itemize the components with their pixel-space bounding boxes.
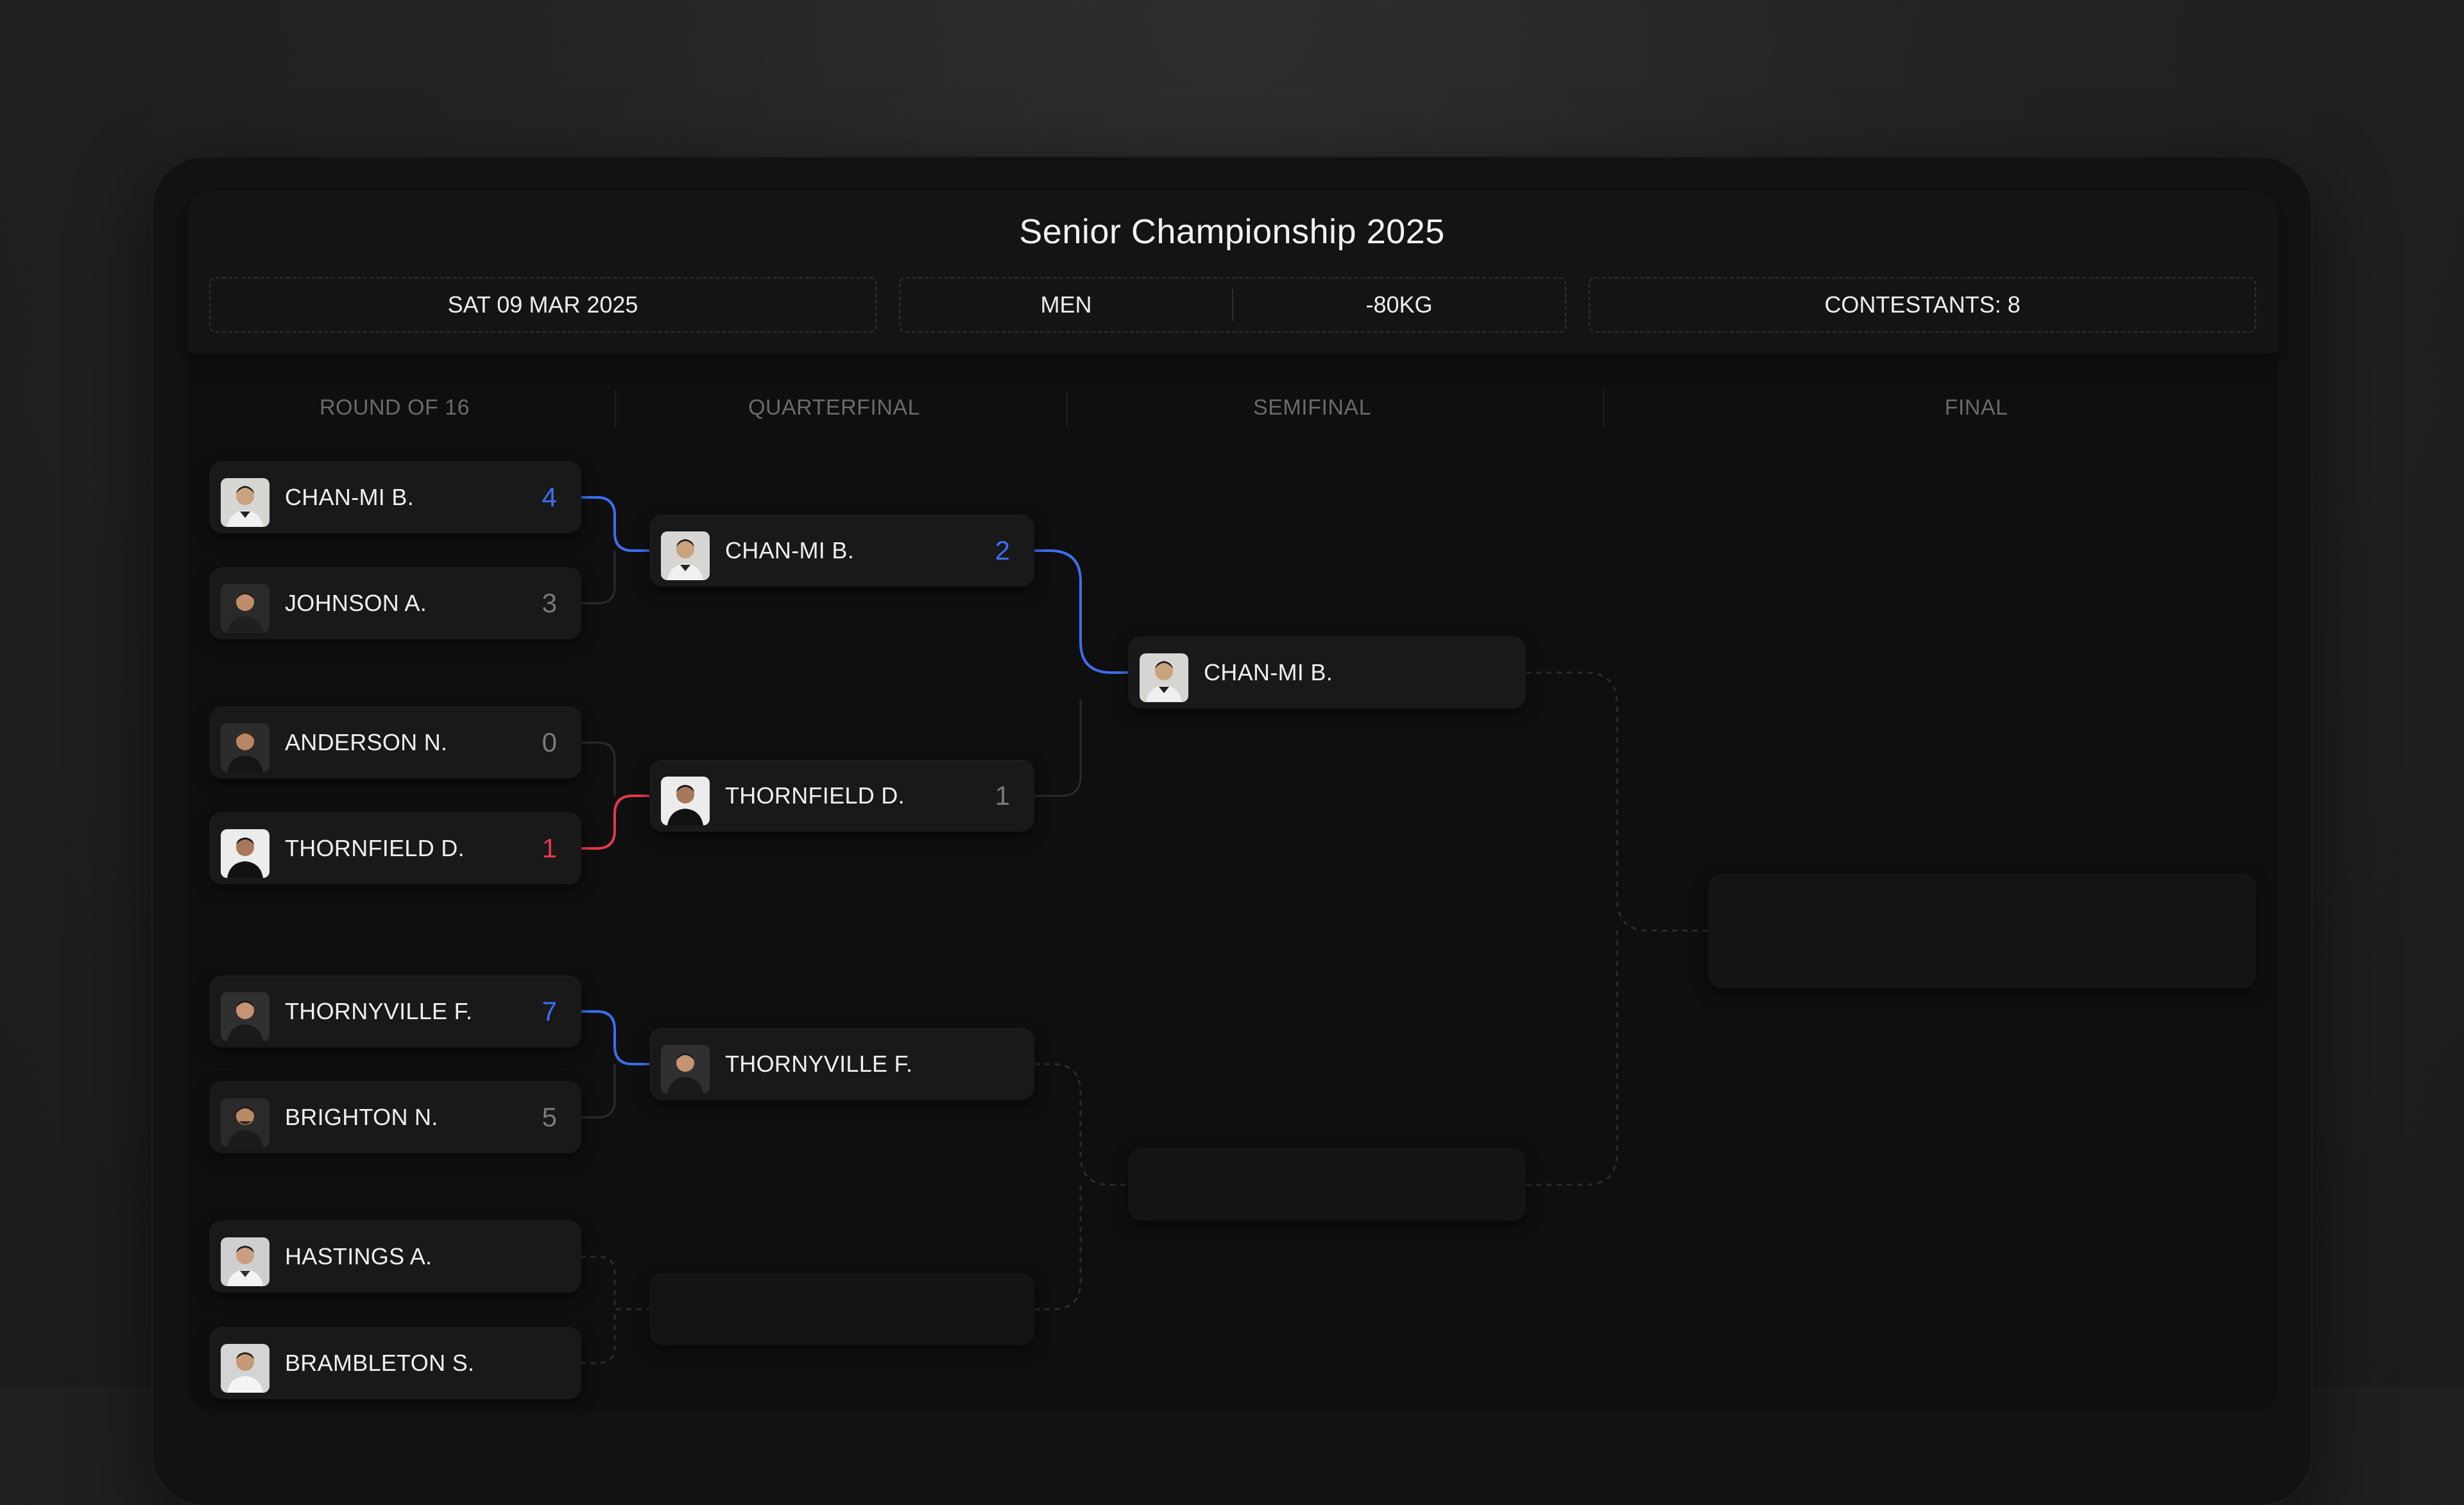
page-title: Senior Championship 2025 <box>1019 212 1445 251</box>
player-avatar-icon <box>221 992 270 1041</box>
player-name: BRAMBLETON S. <box>285 1350 475 1376</box>
player-avatar-icon <box>221 723 270 772</box>
player-avatar-icon <box>661 777 710 825</box>
avatar <box>661 531 710 580</box>
qf-card-chan-mi[interactable]: CHAN-MI B. 2 <box>649 515 1034 587</box>
player-name: THORNYVILLE F. <box>285 998 473 1024</box>
r16-card-johnson[interactable]: JOHNSON A. 3 <box>209 567 581 639</box>
date-box: SAT 09 MAR 2025 <box>209 277 877 332</box>
player-name: HASTINGS A. <box>285 1243 432 1269</box>
contestants-box: CONTESTANTS: 8 <box>1589 277 2256 332</box>
player-score: 5 <box>542 1102 557 1132</box>
player-avatar-icon <box>661 1045 710 1094</box>
header-panel <box>187 191 2278 353</box>
player-score: 1 <box>995 780 1010 811</box>
round-divider <box>1603 390 1604 427</box>
r16-card-brighton[interactable]: BRIGHTON N. 5 <box>209 1081 581 1153</box>
player-name: THORNYVILLE F. <box>725 1051 913 1077</box>
player-score: 7 <box>542 996 557 1026</box>
player-score: 3 <box>542 588 557 618</box>
player-score: 1 <box>542 833 557 863</box>
avatar <box>221 1098 270 1147</box>
player-name: CHAN-MI B. <box>1204 659 1333 685</box>
player-name: THORNFIELD D. <box>285 835 465 861</box>
player-avatar-icon <box>1140 653 1188 702</box>
date-label: SAT 09 MAR 2025 <box>447 291 638 318</box>
qf-card-thornyville[interactable]: THORNYVILLE F. <box>649 1028 1034 1100</box>
avatar <box>661 1045 710 1094</box>
player-name: JOHNSON A. <box>285 590 427 616</box>
round-label-semifinal: SEMIFINAL <box>1253 395 1371 420</box>
player-avatar-icon <box>221 584 270 633</box>
sf-card-empty <box>1128 1149 1526 1221</box>
avatar <box>221 829 270 878</box>
r16-card-hastings[interactable]: HASTINGS A. <box>209 1221 581 1293</box>
avatar <box>221 478 270 527</box>
avatar <box>1140 653 1188 702</box>
player-name: CHAN-MI B. <box>725 537 854 563</box>
sf-card-chan-mi[interactable]: CHAN-MI B. <box>1128 637 1526 709</box>
player-name: BRIGHTON N. <box>285 1104 438 1130</box>
avatar <box>661 777 710 825</box>
player-avatar-icon <box>221 1237 270 1286</box>
category-box: MEN -80KG <box>899 277 1566 332</box>
player-avatar-icon <box>221 478 270 527</box>
qf-card-thornfield[interactable]: THORNFIELD D. 1 <box>649 760 1034 832</box>
final-card-empty <box>1708 874 2256 988</box>
round-divider <box>615 390 616 427</box>
avatar <box>221 992 270 1041</box>
player-score: 2 <box>995 535 1010 565</box>
player-score: 4 <box>542 482 557 512</box>
player-name: CHAN-MI B. <box>285 484 414 510</box>
avatar <box>221 1344 270 1393</box>
r16-card-thornfield[interactable]: THORNFIELD D. 1 <box>209 813 581 884</box>
round-divider <box>1066 390 1068 427</box>
player-name: ANDERSON N. <box>285 729 448 755</box>
round-label-quarterfinal: QUARTERFINAL <box>748 395 920 420</box>
player-avatar-icon <box>221 1098 270 1147</box>
round-label-r16: ROUND OF 16 <box>319 395 470 420</box>
weight-label: -80KG <box>1232 289 1565 321</box>
r16-card-brambleton[interactable]: BRAMBLETON S. <box>209 1327 581 1399</box>
avatar <box>221 584 270 633</box>
r16-card-anderson[interactable]: ANDERSON N. 0 <box>209 707 581 778</box>
r16-card-chan-mi[interactable]: CHAN-MI B. 4 <box>209 461 581 533</box>
avatar <box>221 723 270 772</box>
qf-card-empty <box>649 1273 1034 1345</box>
round-label-final: FINAL <box>1944 395 2008 420</box>
gender-label: MEN <box>1040 291 1092 318</box>
player-avatar-icon <box>221 829 270 878</box>
player-name: THORNFIELD D. <box>725 782 905 809</box>
player-avatar-icon <box>661 531 710 580</box>
player-score: 0 <box>542 727 557 757</box>
r16-card-thornyville[interactable]: THORNYVILLE F. 7 <box>209 976 581 1047</box>
contestants-label: CONTESTANTS: 8 <box>1824 291 2021 318</box>
avatar <box>221 1237 270 1286</box>
player-avatar-icon <box>221 1344 270 1393</box>
